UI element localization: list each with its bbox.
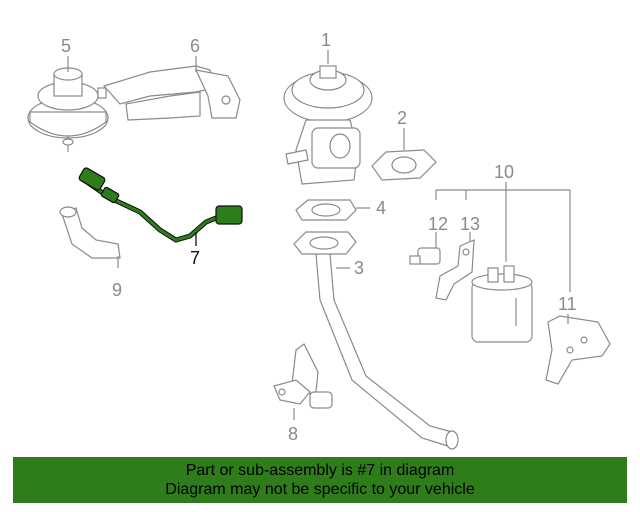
- part-13-bracket: [435, 232, 475, 301]
- callout-13: 13: [460, 214, 480, 234]
- notice-line-2: Diagram may not be specific to your vehi…: [165, 481, 475, 498]
- part-3-egr-pipe: [293, 231, 459, 450]
- part-5-vacuum-modulator: [27, 56, 109, 152]
- parts-diagram: 5 6 1 2 4: [27, 30, 611, 450]
- callout-2: 2: [397, 108, 407, 128]
- callout-9: 9: [112, 280, 122, 300]
- callout-10: 10: [494, 162, 514, 182]
- callout-1: 1: [321, 30, 331, 50]
- part-6-bracket: [102, 56, 241, 121]
- callout-3: 3: [354, 258, 364, 278]
- part-11-bracket: [545, 314, 611, 385]
- part-12-sensor: [409, 232, 441, 265]
- callout-12: 12: [428, 214, 448, 234]
- part-4-gasket: [295, 199, 370, 221]
- diagram-notice-banner: Part or sub-assembly is #7 in diagram Di…: [13, 457, 627, 503]
- callout-6: 6: [190, 36, 200, 56]
- callout-7: 7: [190, 248, 200, 268]
- callout-5: 5: [61, 36, 71, 56]
- notice-line-1: Part or sub-assembly is #7 in diagram: [185, 462, 455, 479]
- part-8-vsv: [273, 343, 333, 420]
- callout-4: 4: [376, 198, 386, 218]
- part-10-canister: [471, 265, 533, 343]
- part-7-oxygen-sensor: [78, 167, 243, 246]
- callout-10-leaders: [435, 182, 571, 292]
- part-1-egr-valve: [283, 50, 373, 185]
- callout-8: 8: [288, 424, 298, 444]
- part-2-gasket: [371, 128, 437, 181]
- callout-11: 11: [558, 294, 577, 314]
- part-9-hose: [59, 206, 121, 268]
